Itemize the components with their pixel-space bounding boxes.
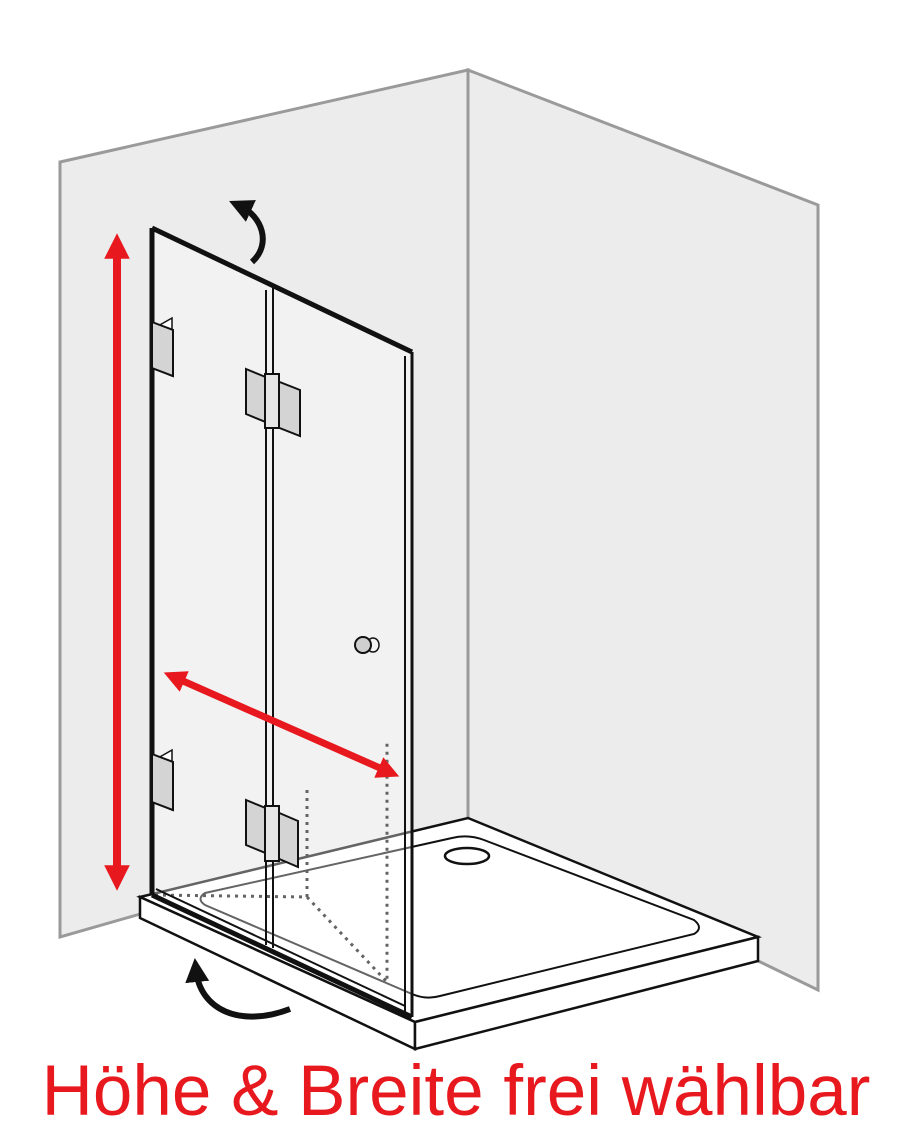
drain-icon	[443, 846, 491, 866]
fold-hinge-top	[245, 367, 301, 438]
glass-door	[149, 225, 414, 1020]
shower-tray	[136, 816, 763, 1051]
swing-arrow-bottom	[185, 958, 292, 1020]
fold-hinge-bottom	[245, 798, 299, 869]
wall-hinge-bottom	[151, 748, 174, 812]
swing-arrow-top	[229, 200, 266, 265]
width-arrow	[163, 671, 400, 778]
wall-hinge-top	[151, 316, 174, 378]
right-wall	[466, 67, 820, 993]
door-glass	[152, 228, 411, 1016]
fold-guides	[154, 742, 389, 986]
door-frame-bottom	[150, 892, 414, 1020]
door-bottom-edge-inner	[155, 888, 406, 1007]
caption-text: Höhe & Breite frei wählbar	[41, 1052, 871, 1131]
door-knob-icon	[354, 636, 380, 654]
door-frame-top	[150, 225, 414, 355]
tray-inner-rim	[199, 835, 700, 999]
tray-front-right	[413, 935, 760, 1051]
